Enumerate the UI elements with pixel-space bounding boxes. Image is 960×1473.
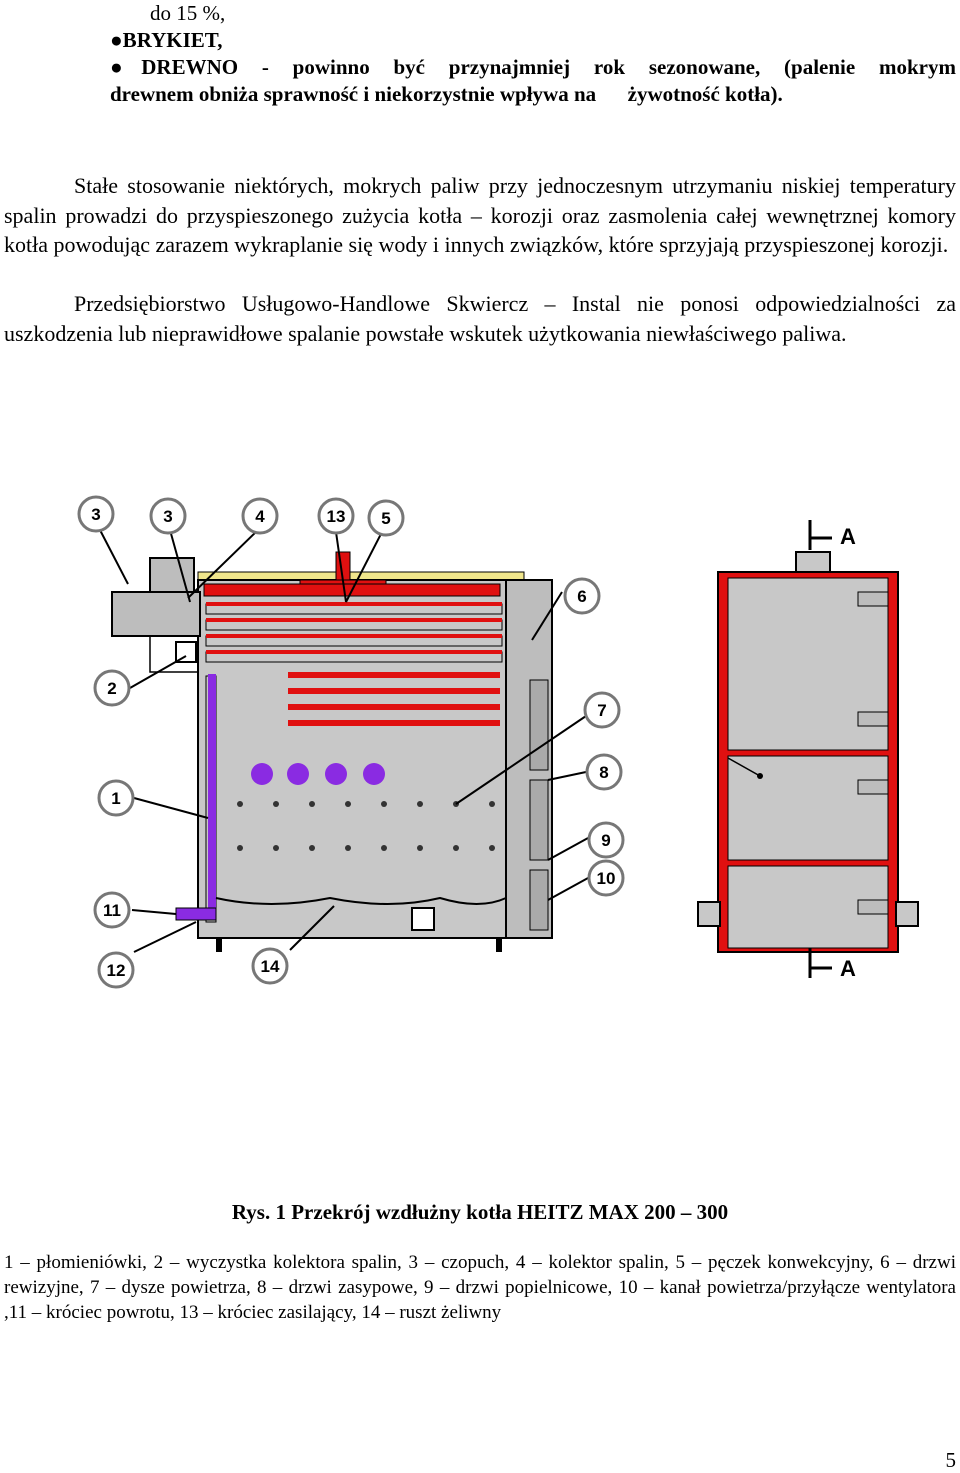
fuel-item-wood: ●DREWNO - powinno być przynajmniej rok s… bbox=[110, 55, 956, 79]
page-number: 5 bbox=[945, 1448, 957, 1472]
svg-text:7: 7 bbox=[597, 701, 606, 720]
boiler-transverse-section: A A bbox=[697, 520, 919, 981]
svg-text:5: 5 bbox=[381, 509, 390, 528]
section-mark-top: A bbox=[840, 524, 856, 549]
svg-text:14: 14 bbox=[261, 957, 280, 976]
svg-text:9: 9 bbox=[601, 831, 610, 850]
callout-2: 2 bbox=[93, 669, 131, 707]
figure-legend: 1 – płomieniówki, 2 – wyczystka kolektor… bbox=[4, 1252, 956, 1323]
svg-text:11: 11 bbox=[103, 901, 121, 920]
callout-13: 13 bbox=[317, 497, 355, 535]
fuel-item-wood-continued: drewnem obniża sprawność i niekorzystnie… bbox=[110, 82, 783, 106]
callout-3a: 3 bbox=[77, 495, 115, 533]
fuel-item-line-1: do 15 %, bbox=[150, 1, 226, 25]
boiler-longitudinal-section bbox=[111, 551, 553, 952]
callout-10: 10 bbox=[587, 859, 625, 897]
callout-leader-lines bbox=[99, 529, 589, 953]
paragraph-wet-fuel-warning: Stałe stosowanie niektórych, mokrych pal… bbox=[4, 173, 956, 257]
callout-3b: 3 bbox=[149, 497, 187, 535]
callout-11: 11 bbox=[93, 891, 131, 929]
callout-6: 6 bbox=[563, 577, 601, 615]
figure-caption: Rys. 1 Przekrój wzdłużny kotła HEITZ MAX… bbox=[231, 1200, 729, 1224]
boiler-cross-section-diagram: A A 3 3 4 13 5 6 7 8 9 10 2 1 11 12 bbox=[77, 495, 919, 989]
callout-14: 14 bbox=[251, 947, 289, 985]
callout-1: 1 bbox=[97, 779, 135, 817]
svg-text:6: 6 bbox=[577, 587, 586, 606]
callout-4: 4 bbox=[241, 497, 279, 535]
fuel-item-briquette: ●BRYKIET, bbox=[110, 28, 223, 52]
callout-12: 12 bbox=[97, 951, 135, 989]
svg-text:13: 13 bbox=[327, 507, 346, 526]
section-mark-bottom: A bbox=[840, 956, 856, 981]
svg-text:1: 1 bbox=[111, 789, 120, 808]
callout-5: 5 bbox=[367, 499, 405, 537]
svg-text:12: 12 bbox=[107, 961, 126, 980]
paragraph-liability-disclaimer: Przedsiębiorstwo Usługowo-Handlowe Skwie… bbox=[4, 291, 956, 346]
svg-text:3: 3 bbox=[91, 505, 100, 524]
svg-text:4: 4 bbox=[255, 507, 265, 526]
svg-text:10: 10 bbox=[597, 869, 616, 888]
svg-text:2: 2 bbox=[107, 679, 116, 698]
callout-9: 9 bbox=[587, 821, 625, 859]
svg-text:8: 8 bbox=[599, 763, 608, 782]
callout-7: 7 bbox=[583, 691, 621, 729]
svg-text:3: 3 bbox=[163, 507, 172, 526]
callout-bubbles: 3 3 4 13 5 6 7 8 9 10 2 1 11 12 14 bbox=[77, 495, 625, 989]
callout-8: 8 bbox=[585, 753, 623, 791]
